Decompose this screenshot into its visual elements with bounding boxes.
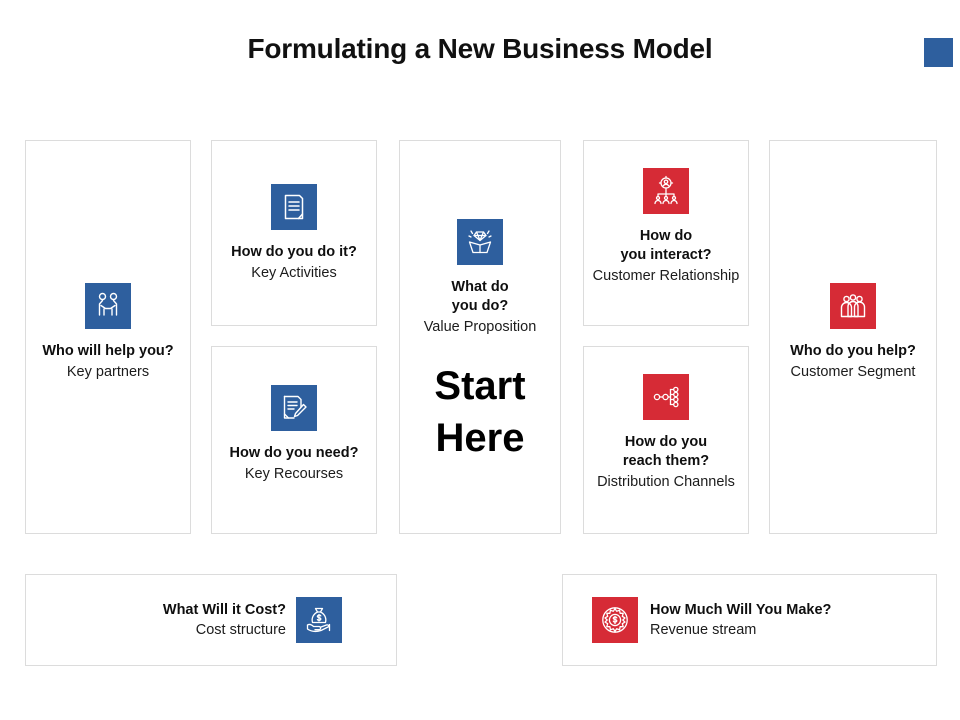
document-pencil-icon-wrap xyxy=(271,385,317,431)
panel-key-activities[interactable] xyxy=(211,140,377,326)
people-network-icon-wrap xyxy=(643,168,689,214)
distribution-nodes-icon-wrap xyxy=(643,374,689,420)
cell-key-resources: How do you need? Key Recourses xyxy=(211,385,377,484)
handshake-icon-wrap xyxy=(85,283,131,329)
people-network-icon xyxy=(643,168,689,214)
key-activities-question: How do you do it? xyxy=(231,244,357,260)
distribution-nodes-icon xyxy=(643,374,689,420)
distribution-channels-label: Distribution Channels xyxy=(597,474,735,490)
key-partners-question: Who will help you? xyxy=(42,343,174,359)
hand-money-bag-icon xyxy=(296,597,342,643)
panel-key-partners[interactable] xyxy=(25,140,191,534)
key-resources-label: Key Recourses xyxy=(244,466,344,482)
customer-relationship-question: How do you interact? xyxy=(620,228,712,263)
handshake-icon xyxy=(85,283,131,329)
document-pencil-icon xyxy=(271,385,317,431)
key-activities-label: Key Activities xyxy=(251,265,337,281)
value-proposition-label: Value Proposition xyxy=(423,319,537,335)
gear-dollar-icon xyxy=(592,597,638,643)
people-group-icon-wrap xyxy=(830,283,876,329)
cost-structure-question: What Will it Cost? xyxy=(162,602,286,618)
cell-key-activities: How do you do it? Key Activities xyxy=(211,184,377,283)
customer-relationship-label: Customer Relationship xyxy=(592,268,740,284)
panel-key-resources[interactable] xyxy=(211,346,377,534)
cost-structure-label: Cost structure xyxy=(195,622,286,638)
key-partners-label: Key partners xyxy=(66,364,150,380)
gift-box-gem-icon xyxy=(457,219,503,265)
revenue-stream-label: Revenue stream xyxy=(650,622,757,638)
document-lines-icon xyxy=(271,184,317,230)
document-lines-icon-wrap xyxy=(271,184,317,230)
customer-segment-question: Who do you help? xyxy=(790,343,916,359)
revenue-stream-question: How Much Will You Make? xyxy=(650,602,832,618)
revenue-stream-text: How Much Will You Make? Revenue stream xyxy=(650,600,831,640)
cell-cost-structure: What Will it Cost? Cost structure xyxy=(25,574,397,666)
start-here-callout: Start Here xyxy=(434,364,526,460)
cell-distribution-channels: How do you reach them? Distribution Chan… xyxy=(577,374,755,492)
title-accent-square xyxy=(924,38,953,67)
cell-revenue-stream: How Much Will You Make? Revenue stream xyxy=(562,574,937,666)
cell-customer-segment: Who do you help? Customer Segment xyxy=(769,283,937,382)
page-title: Formulating a New Business Model xyxy=(247,33,713,64)
distribution-channels-question: How do you reach them? xyxy=(622,434,710,469)
panel-customer-segment[interactable] xyxy=(769,140,937,534)
customer-segment-label: Customer Segment xyxy=(790,364,916,380)
cost-structure-text: What Will it Cost? Cost structure xyxy=(163,600,286,640)
key-resources-question: How do you need? xyxy=(229,445,359,461)
cell-customer-relationship: How do you interact? Customer Relationsh… xyxy=(577,168,755,286)
cell-value-proposition: What do you do? Value Proposition xyxy=(399,219,561,337)
gift-box-gem-icon-wrap xyxy=(457,219,503,265)
value-proposition-question: What do you do? xyxy=(451,279,509,314)
people-group-icon xyxy=(830,283,876,329)
panel-value-proposition[interactable] xyxy=(399,140,561,534)
cell-key-partners: Who will help you? Key partners xyxy=(25,283,191,382)
